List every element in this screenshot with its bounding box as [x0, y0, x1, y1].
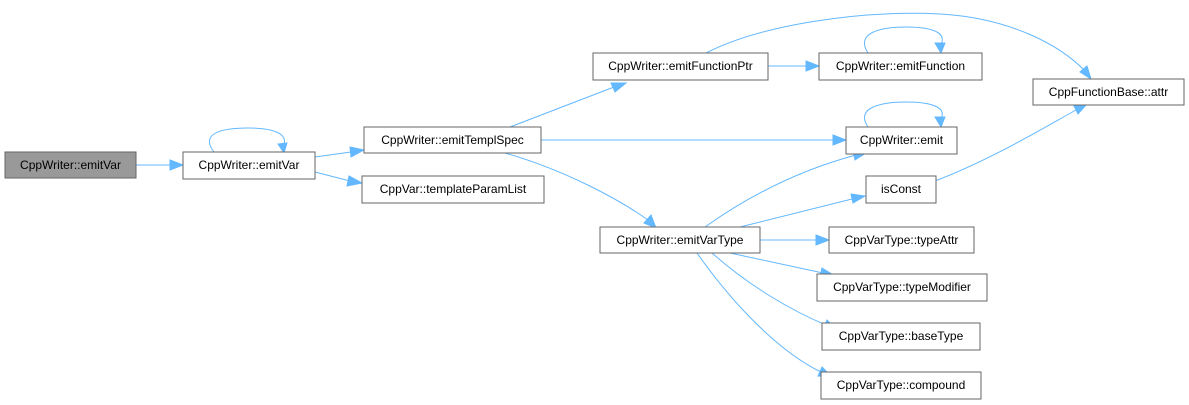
- svg-text:CppVarType::typeModifier: CppVarType::typeModifier: [833, 280, 971, 294]
- svg-text:CppWriter::emitFunction: CppWriter::emitFunction: [836, 59, 965, 73]
- node-templateparamlist[interactable]: CppVar::templateParamList: [361, 175, 545, 204]
- edge-emitvartype-to-compound: [696, 252, 834, 378]
- node-emitvar[interactable]: CppWriter::emitVar: [182, 151, 316, 180]
- node-typemodifier[interactable]: CppVarType::typeModifier: [816, 273, 988, 302]
- svg-text:CppFunctionBase::attr: CppFunctionBase::attr: [1049, 85, 1168, 99]
- node-emitvartype[interactable]: CppWriter::emitVarType: [599, 226, 761, 254]
- svg-text:CppWriter::emit: CppWriter::emit: [860, 133, 944, 147]
- edge-emitvartype-to-typemodifier: [729, 252, 837, 278]
- svg-text:CppVarType::compound: CppVarType::compound: [837, 378, 966, 392]
- edge-emitvar-self: [208, 127, 288, 155]
- svg-text:CppVarType::baseType: CppVarType::baseType: [839, 329, 964, 343]
- edge-emitvar-to-templateparamlist: [314, 171, 364, 187]
- svg-text:CppWriter::emitFunctionPtr: CppWriter::emitFunctionPtr: [608, 59, 753, 73]
- svg-text:CppWriter::emitVar: CppWriter::emitVar: [20, 158, 121, 172]
- edge-emitfunctionptr-to-attr: [705, 12, 1092, 81]
- svg-text:CppVarType::typeAttr: CppVarType::typeAttr: [845, 233, 959, 247]
- node-emittemplspec[interactable]: CppWriter::emitTemplSpec: [363, 126, 542, 154]
- node-attr[interactable]: CppFunctionBase::attr: [1032, 78, 1185, 106]
- edge-isconst-to-attr: [934, 103, 1089, 182]
- edge-emittemplspec-to-emitvartype: [504, 152, 657, 229]
- svg-text:CppWriter::emitTemplSpec: CppWriter::emitTemplSpec: [381, 133, 524, 147]
- edge-emitvartype-to-isconst: [739, 193, 867, 228]
- svg-text:CppVar::templateParamList: CppVar::templateParamList: [380, 182, 527, 196]
- edge-emitfunctionptr-to-emitfunction: [768, 60, 821, 72]
- nodes: CppWriter::emitVar CppWriter::emitVar Cp…: [4, 52, 1185, 400]
- edge-emittemplspec-to-emit: [541, 134, 848, 146]
- edge-root-to-emitvar: [136, 159, 185, 171]
- node-compound[interactable]: CppVarType::compound: [820, 371, 982, 400]
- node-emitvar-root[interactable]: CppWriter::emitVar: [4, 151, 137, 179]
- edge-emitfunction-self: [864, 26, 946, 55]
- edge-emitvar-to-emittemplspec: [314, 146, 366, 158]
- edge-emittemplspec-to-emitfunctionptr: [509, 82, 628, 128]
- edge-emitvartype-to-typeattr: [760, 234, 831, 246]
- node-isconst[interactable]: isConst: [865, 175, 937, 204]
- node-emit[interactable]: CppWriter::emit: [845, 126, 958, 155]
- svg-text:isConst: isConst: [881, 182, 922, 196]
- node-emitfunctionptr[interactable]: CppWriter::emitFunctionPtr: [592, 52, 769, 81]
- node-emitfunction[interactable]: CppWriter::emitFunction: [818, 52, 983, 81]
- svg-text:CppWriter::emitVar: CppWriter::emitVar: [199, 158, 300, 172]
- node-typeattr[interactable]: CppVarType::typeAttr: [828, 226, 975, 254]
- node-basetype[interactable]: CppVarType::baseType: [821, 322, 981, 351]
- svg-text:CppWriter::emitVarType: CppWriter::emitVarType: [617, 233, 744, 247]
- edge-emit-self: [864, 101, 946, 129]
